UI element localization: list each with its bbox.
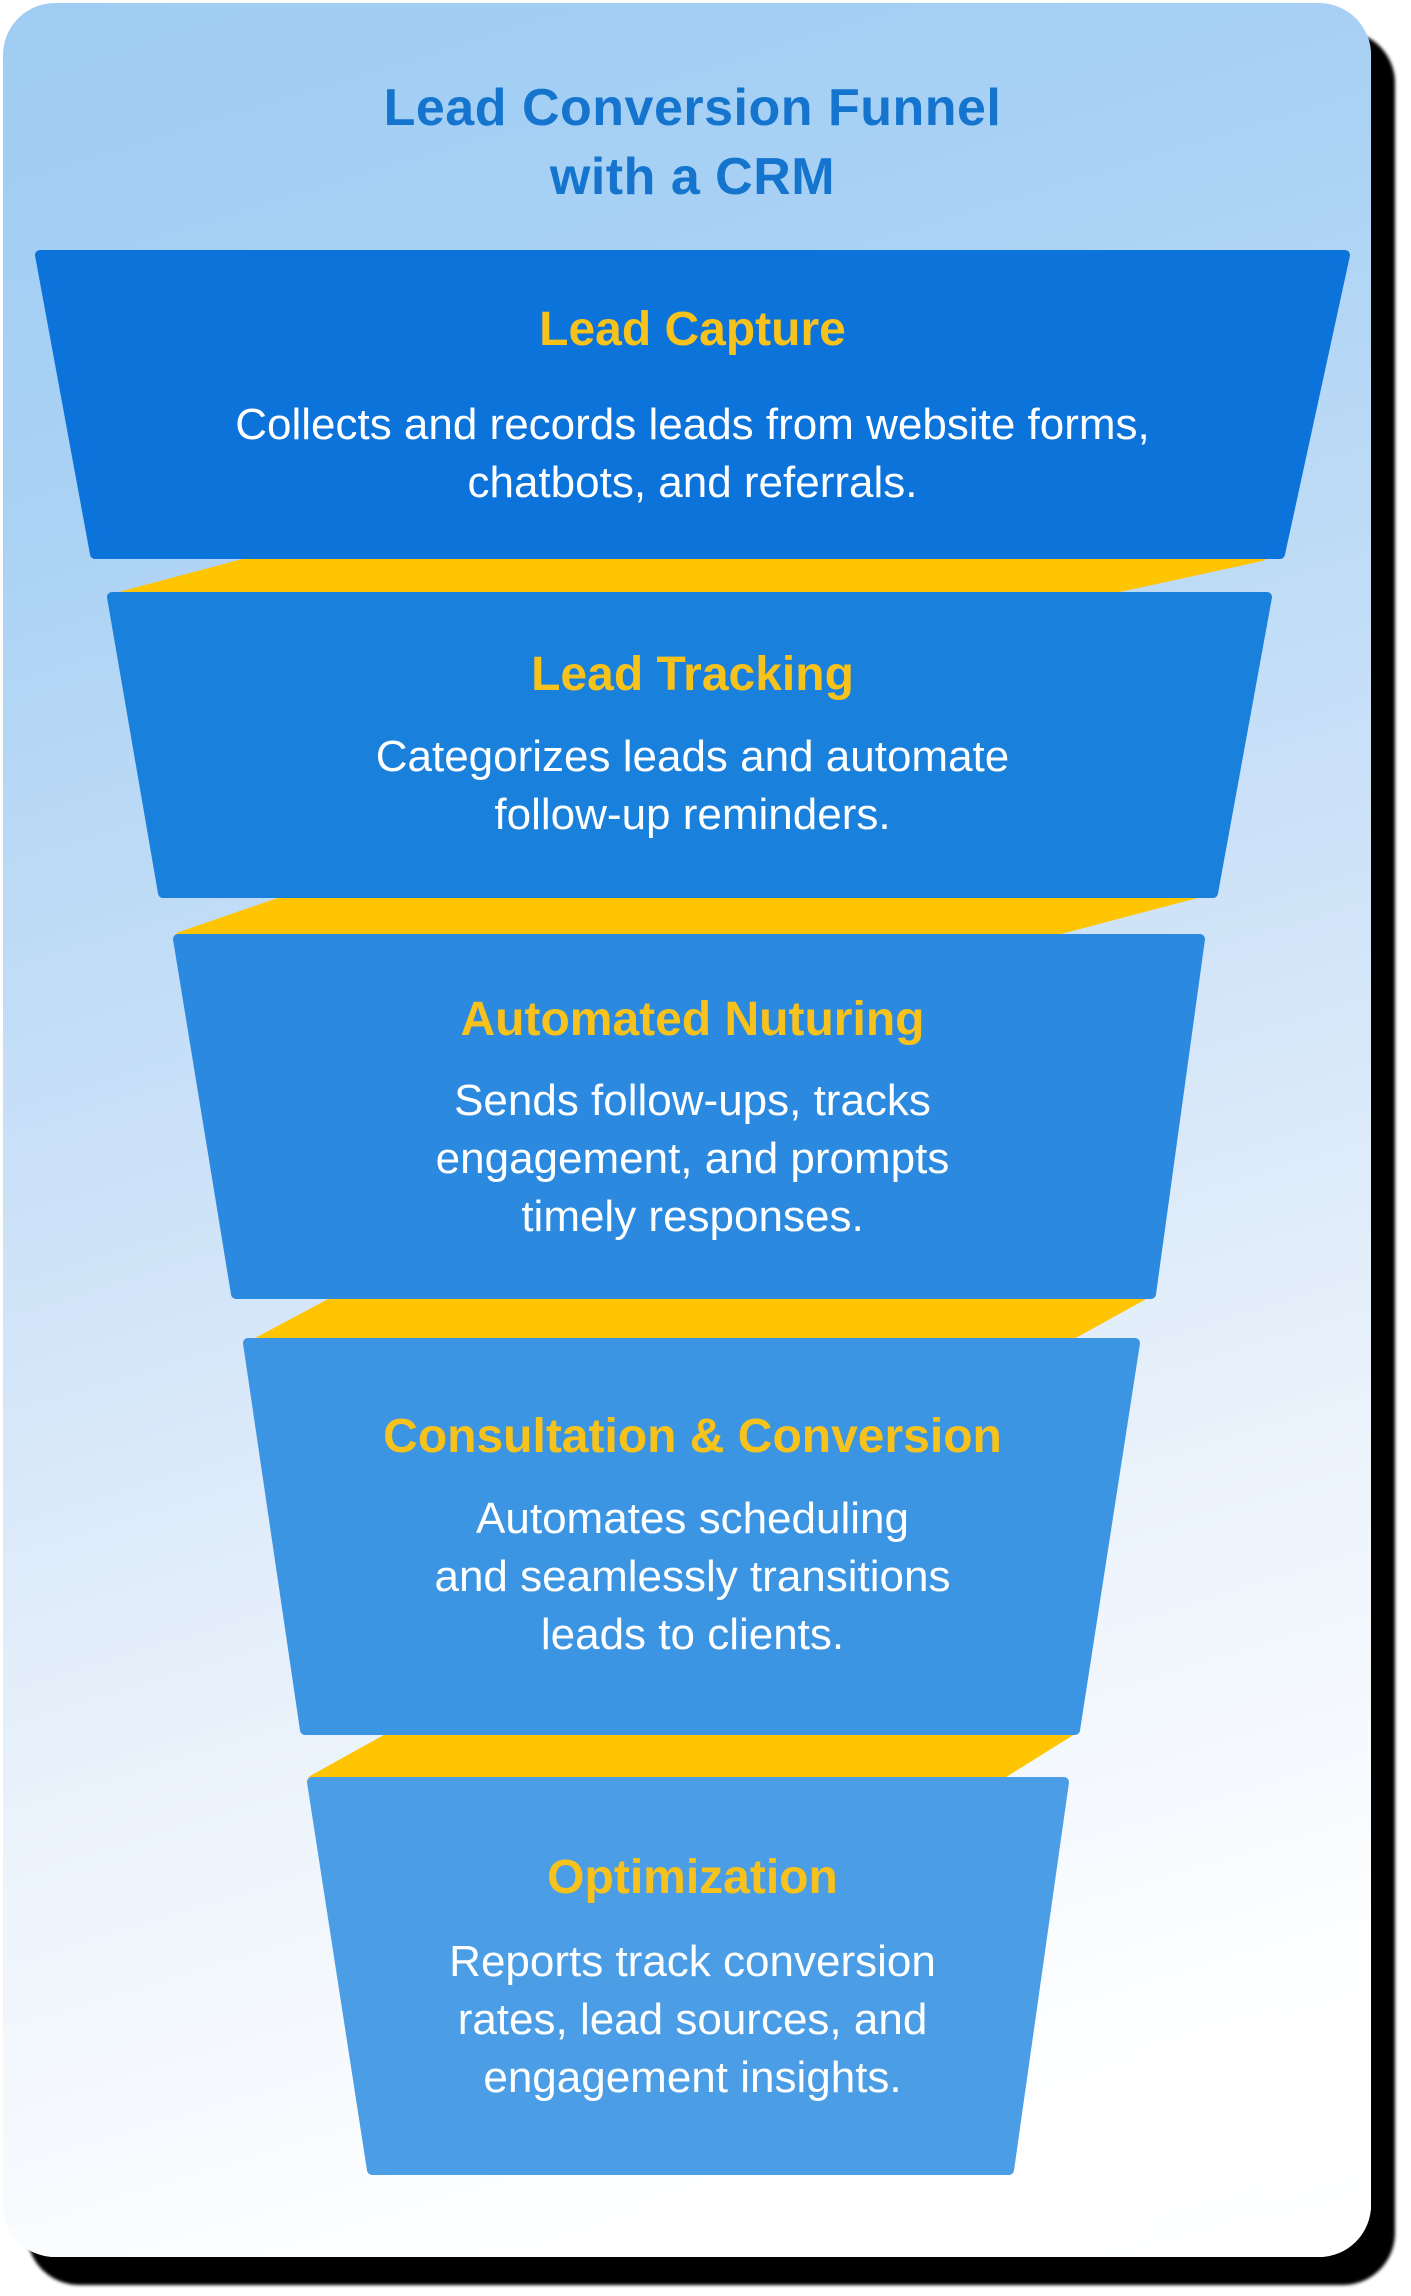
stage-3-heading: Automated Nuturing (460, 993, 925, 1046)
stage-4-heading: Consultation & Conversion (383, 1410, 1002, 1463)
stage-2-body-line: Categorizes leads and automate (375, 732, 1010, 781)
stage-1-body-line: chatbots, and referrals. (467, 458, 918, 507)
stage-1-body-line: Collects and records leads from website … (235, 400, 1150, 449)
stage-5-body-line: rates, lead sources, and (457, 1995, 928, 2044)
funnel-stage-4-shape (243, 1338, 1140, 1735)
funnel-band-1 (118, 551, 1267, 601)
stage-5-body: Reports track conversion rates, lead sou… (0, 1933, 1385, 2107)
stage-2-heading: Lead Tracking (531, 648, 854, 701)
stage-4-body: Automates scheduling and seamlessly tran… (0, 1490, 1385, 1664)
stage-1-body: Collects and records leads from website … (0, 396, 1385, 512)
funnel-band-4 (308, 1725, 1077, 1785)
funnel-stage-1-shape (35, 250, 1350, 559)
stage-5-heading: Optimization (547, 1851, 838, 1904)
stage-5-body-line: engagement insights. (483, 2053, 902, 2102)
stage-3-body-line: Sends follow-ups, tracks (454, 1076, 931, 1125)
stage-3-body-line: timely responses. (521, 1192, 864, 1241)
stage-2-body: Categorizes leads and automate follow-up… (0, 728, 1385, 844)
stage-4-body-line: Automates scheduling (476, 1494, 909, 1543)
stage-5-body-line: Reports track conversion (449, 1937, 936, 1986)
page-title: Lead Conversion Funnel with a CRM (0, 74, 1385, 212)
stage-4-body-line: leads to clients. (540, 1610, 845, 1659)
funnel-band-3 (255, 1289, 1150, 1346)
page-title-line-1: Lead Conversion Funnel (383, 79, 1002, 137)
stage-3-body-line: engagement, and prompts (435, 1134, 950, 1183)
funnel-stage-2-shape (107, 592, 1272, 898)
stage-1-heading: Lead Capture (539, 303, 846, 356)
page-title-line-2: with a CRM (549, 148, 836, 206)
stage-3-body: Sends follow-ups, tracks engagement, and… (0, 1072, 1385, 1246)
stage-2-body-line: follow-up reminders. (494, 790, 891, 839)
funnel-stage-5-shape (307, 1777, 1069, 2175)
funnel-stage-3-shape (173, 934, 1205, 1299)
stage-4-body-line: and seamlessly transitions (434, 1552, 951, 1601)
funnel-band-2 (175, 888, 1202, 942)
